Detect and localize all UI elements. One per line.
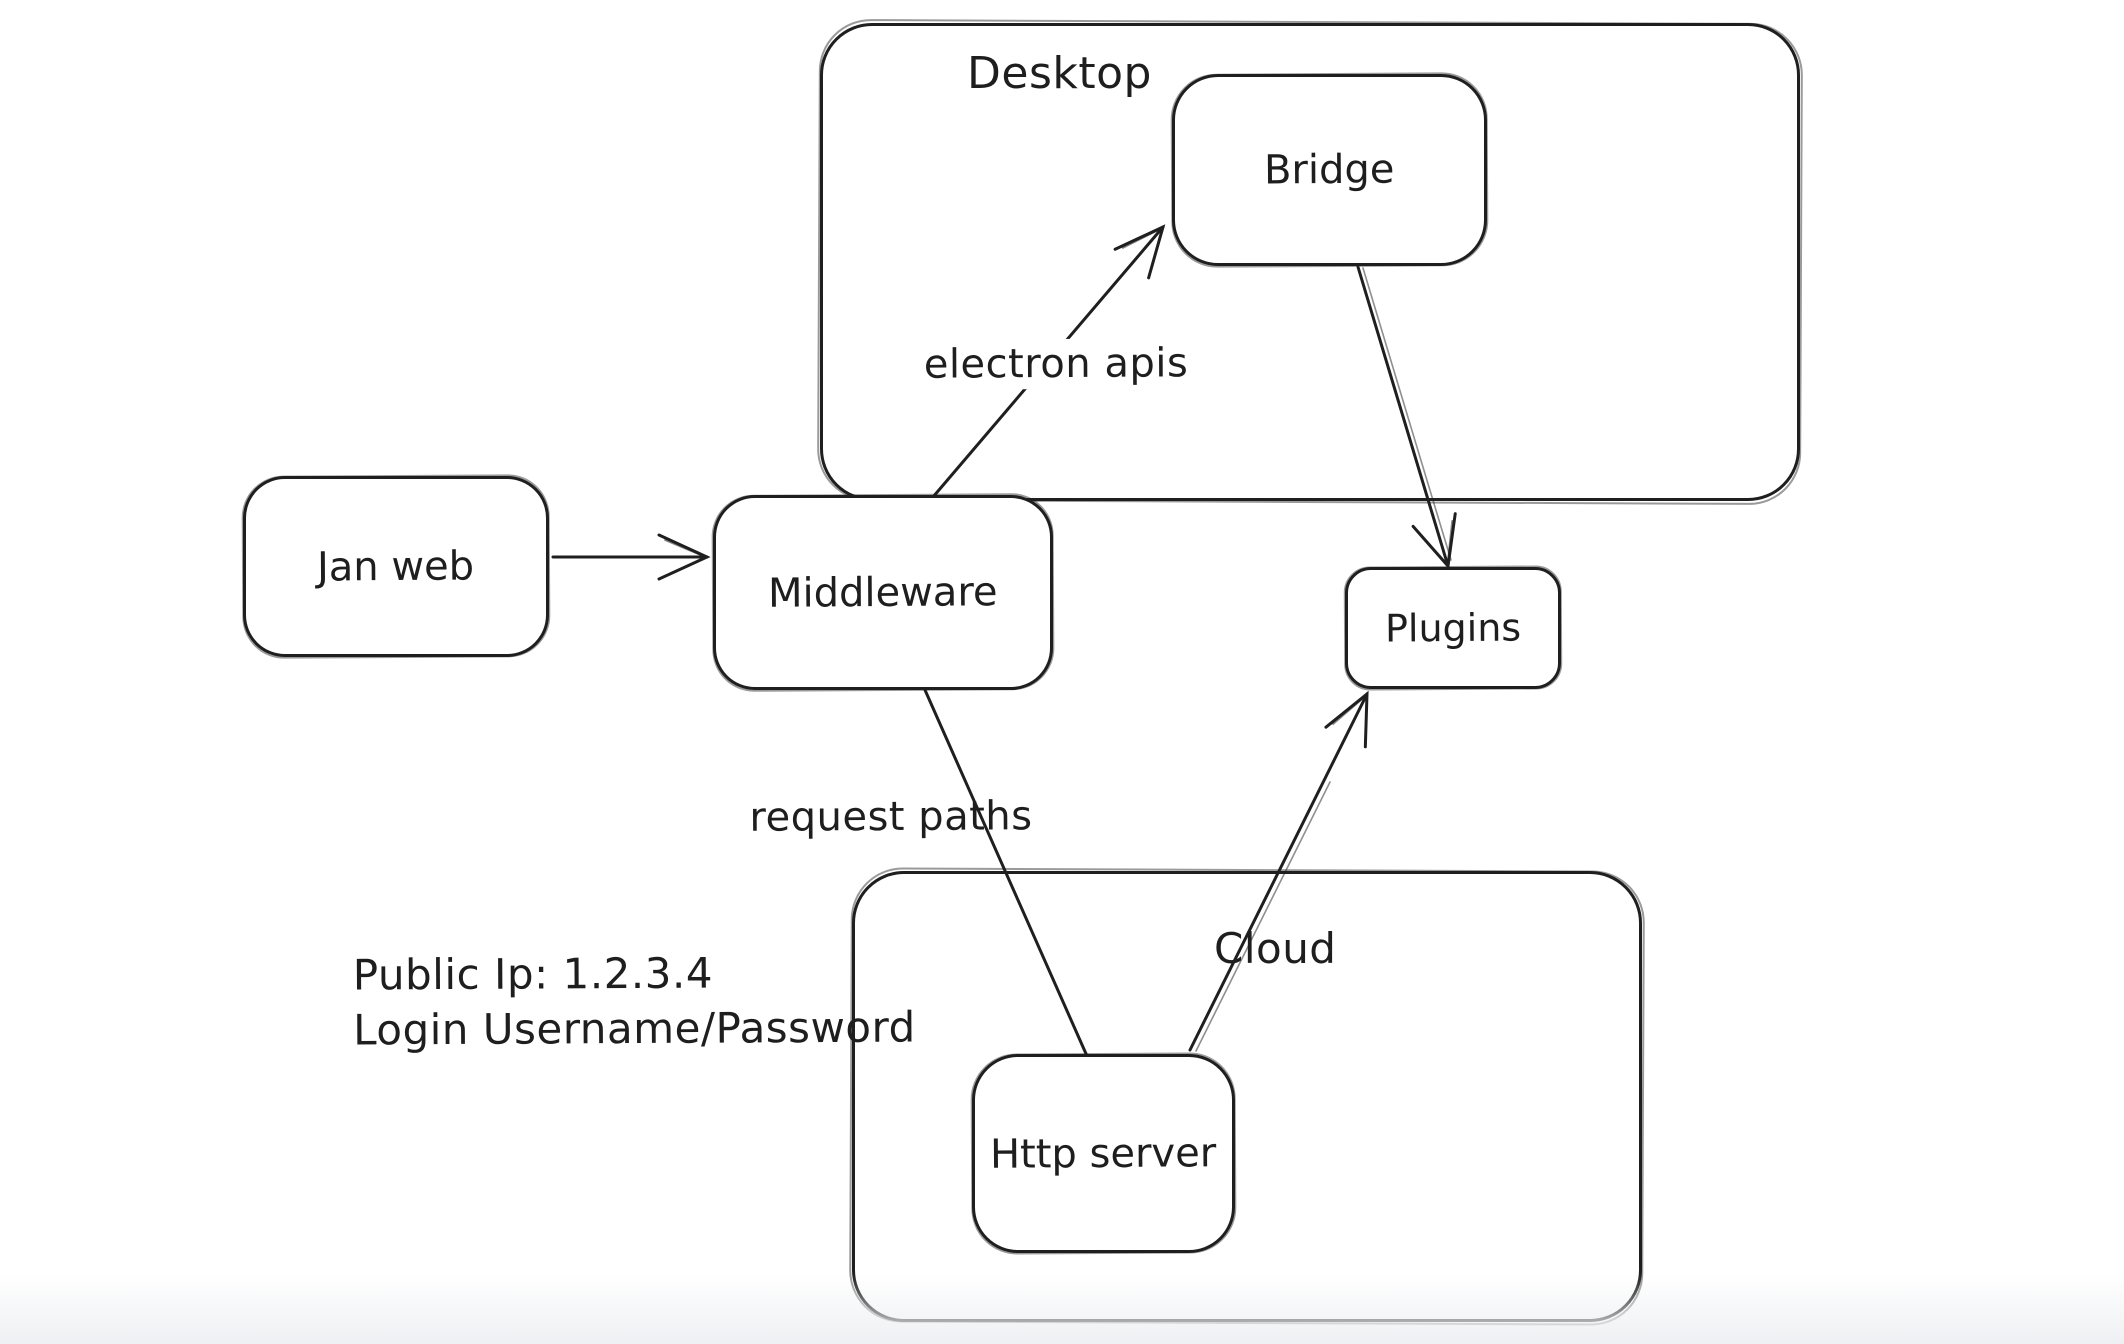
cloud-container-label[interactable]: Cloud [1214, 924, 1337, 973]
bridge-label: Bridge [1264, 146, 1395, 194]
plugins-label: Plugins [1384, 605, 1522, 651]
node-middleware[interactable]: Middleware [713, 495, 1053, 690]
container-desktop[interactable] [820, 23, 1800, 501]
edge-middleware-to-httpserver[interactable] [923, 688, 1089, 1058]
node-http-server[interactable]: Http server [972, 1054, 1235, 1253]
middleware-label: Middleware [768, 568, 998, 617]
edge-httpserver-to-plugins-sketch [1195, 781, 1331, 1052]
edge-label-electron-apis[interactable]: electron apis [909, 338, 1203, 390]
node-bridge[interactable]: Bridge [1172, 74, 1487, 266]
edge-bridge-to-plugins[interactable] [1356, 265, 1457, 570]
desktop-container-label[interactable]: Desktop [967, 48, 1152, 99]
http-server-label: Http server [990, 1129, 1217, 1178]
node-jan-web[interactable]: Jan web [243, 476, 549, 657]
jan-web-label: Jan web [317, 542, 475, 591]
edge-bridge-to-plugins-sketch [1362, 267, 1452, 561]
node-plugins[interactable]: Plugins [1345, 567, 1561, 689]
edge-httpserver-to-plugins[interactable] [1188, 690, 1369, 1052]
